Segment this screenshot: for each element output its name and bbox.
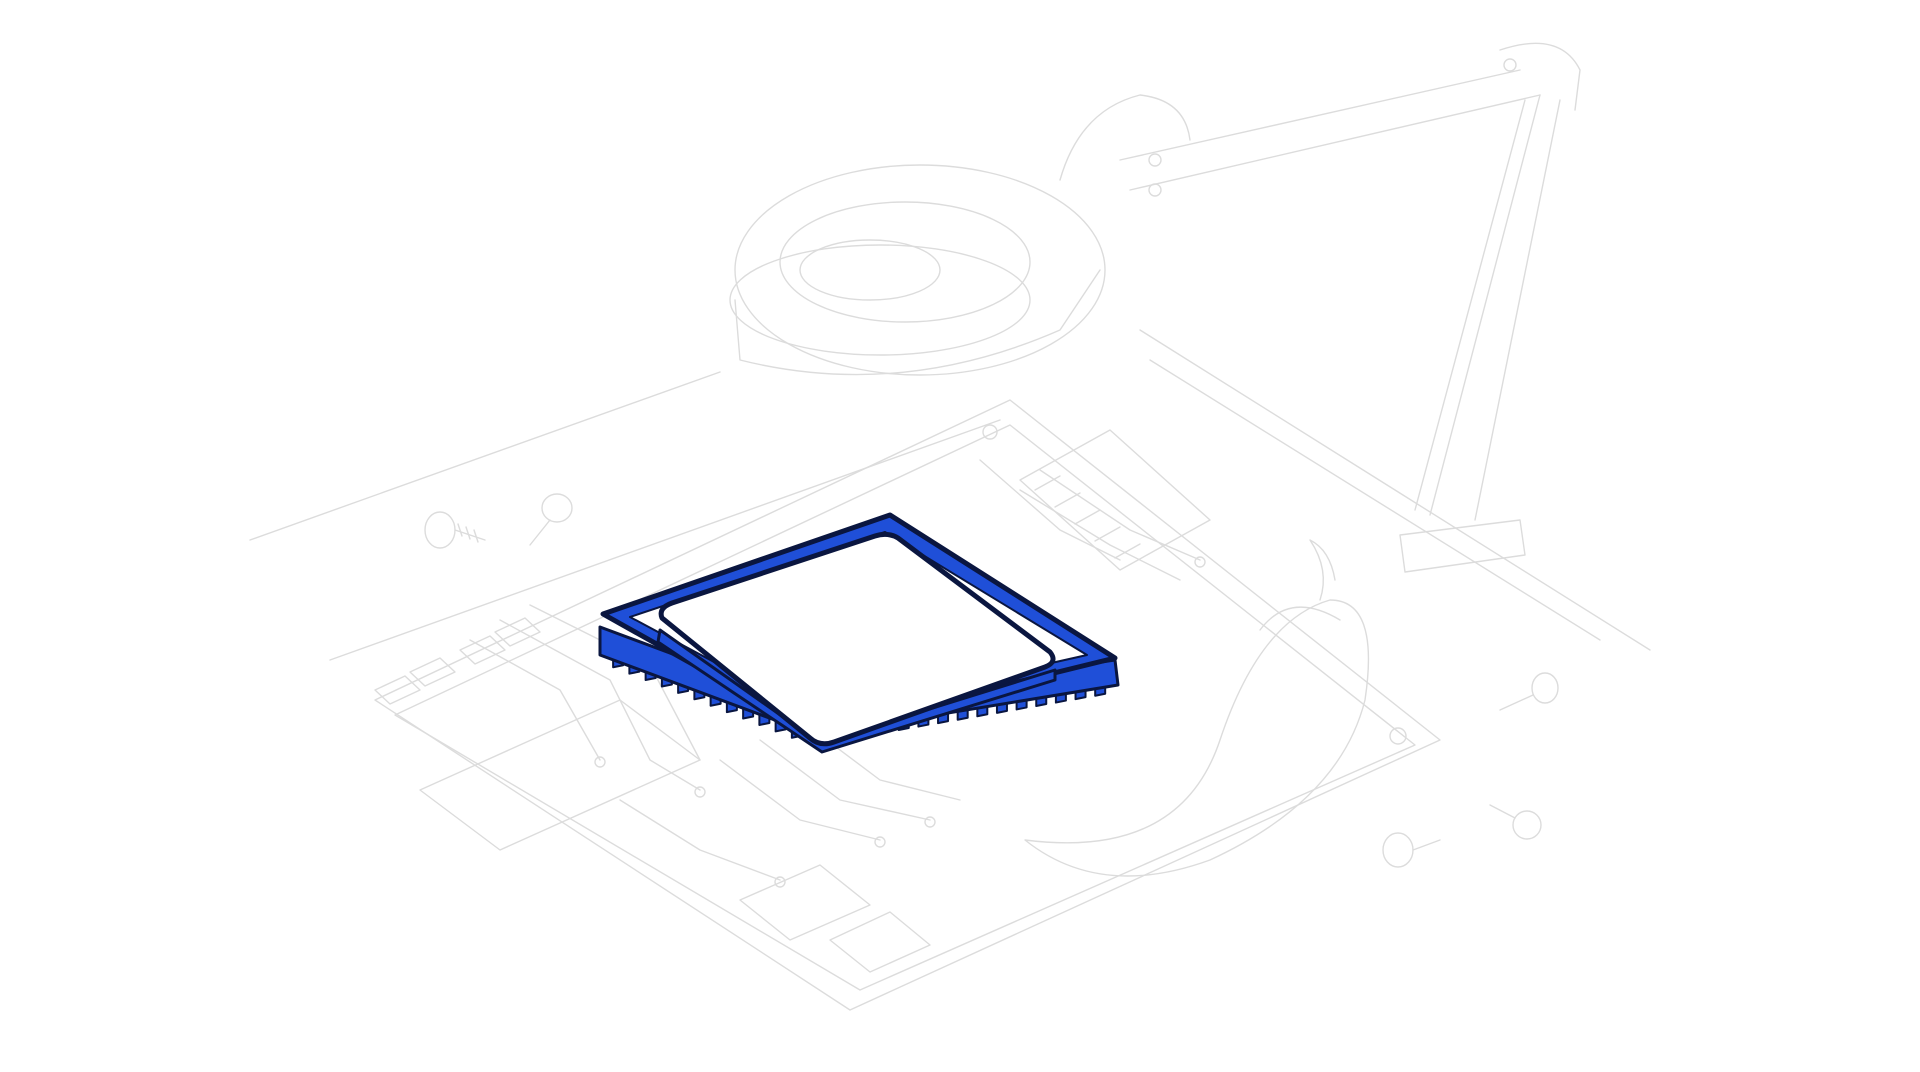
chip-die-top xyxy=(658,531,1056,747)
surface-lines xyxy=(249,329,1651,661)
screws xyxy=(424,493,1559,868)
magnifier-lamp xyxy=(729,42,1581,573)
background-sketch xyxy=(249,42,1651,1011)
chili-pepper xyxy=(1024,539,1370,877)
microchip xyxy=(598,512,1120,754)
